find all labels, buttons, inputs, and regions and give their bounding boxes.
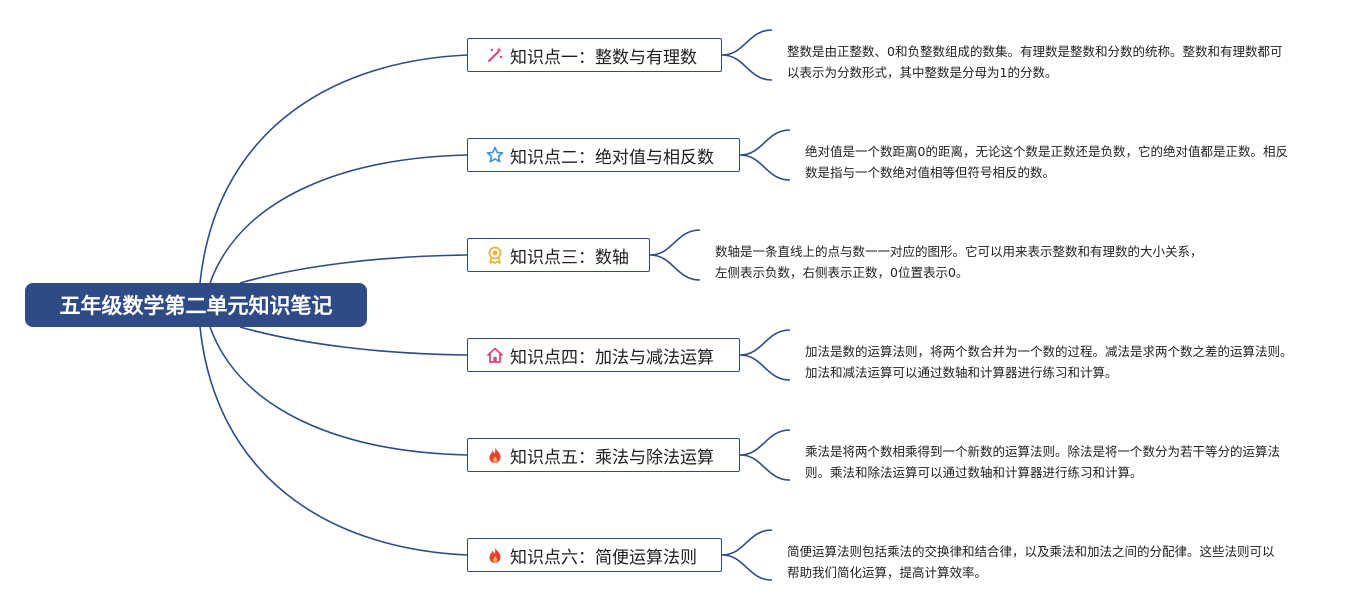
- note-bracket-1: [721, 29, 773, 81]
- topic-multiplication-division[interactable]: 知识点五：乘法与除法运算: [467, 438, 740, 472]
- branch-line-4: [239, 326, 468, 356]
- topic-label: 知识点五：乘法与除法运算: [510, 447, 714, 468]
- note-bracket-4: [739, 329, 791, 381]
- branch-line-2: [209, 154, 468, 284]
- topic-note: 简便运算法则包括乘法的交换律和结合律，以及乘法和加法之间的分配律。这些法则可以帮…: [787, 544, 1275, 580]
- root-topic[interactable]: 五年级数学第二单元知识笔记: [25, 283, 367, 327]
- topic-note: 数轴是一条直线上的点与数一一对应的图形。它可以用来表示整数和有理数的大小关系，左…: [715, 244, 1203, 280]
- topic-label: 知识点三：数轴: [510, 247, 629, 268]
- branch-line-6: [199, 326, 468, 556]
- topic-note: 整数是由正整数、0和负整数组成的数集。有理数是整数和分数的统称。整数和有理数都可…: [787, 44, 1283, 80]
- topic-note: 加法是数的运算法则，将两个数合并为一个数的过程。减法是求两个数之差的运算法则。加…: [805, 344, 1293, 380]
- branch-line-1: [199, 54, 468, 284]
- topic-simplified-rules[interactable]: 知识点六：简便运算法则: [467, 538, 722, 572]
- note-bracket-6: [721, 529, 773, 581]
- note-bracket-2: [739, 129, 791, 181]
- medal-icon: [486, 246, 504, 264]
- fire-icon: [486, 446, 504, 464]
- topic-addition-subtraction[interactable]: 知识点四：加法与减法运算: [467, 338, 740, 372]
- topic-number-line[interactable]: 知识点三：数轴: [467, 238, 650, 272]
- topic-integers-rationals[interactable]: 知识点一：整数与有理数: [467, 38, 722, 72]
- topic-label: 知识点四：加法与减法运算: [510, 347, 714, 368]
- note-bracket-5: [739, 429, 791, 481]
- topic-label: 知识点一：整数与有理数: [510, 47, 697, 68]
- branch-line-3: [239, 254, 468, 284]
- star-icon: [486, 146, 504, 164]
- branch-line-5: [209, 326, 468, 456]
- note-bracket-3: [649, 229, 701, 281]
- topic-absolute-opposite[interactable]: 知识点二：绝对值与相反数: [467, 138, 740, 172]
- magic-wand-icon: [486, 46, 504, 64]
- topic-note: 乘法是将两个数相乘得到一个新数的运算法则。除法是将一个数分为若干等分的运算法则。…: [805, 444, 1281, 480]
- topic-note: 绝对值是一个数距离0的距离，无论这个数是正数还是负数，它的绝对值都是正数。相反数…: [805, 144, 1288, 180]
- topic-label: 知识点二：绝对值与相反数: [510, 147, 714, 168]
- fire-icon: [486, 546, 504, 564]
- topic-label: 知识点六：简便运算法则: [510, 547, 697, 568]
- home-icon: [486, 346, 504, 364]
